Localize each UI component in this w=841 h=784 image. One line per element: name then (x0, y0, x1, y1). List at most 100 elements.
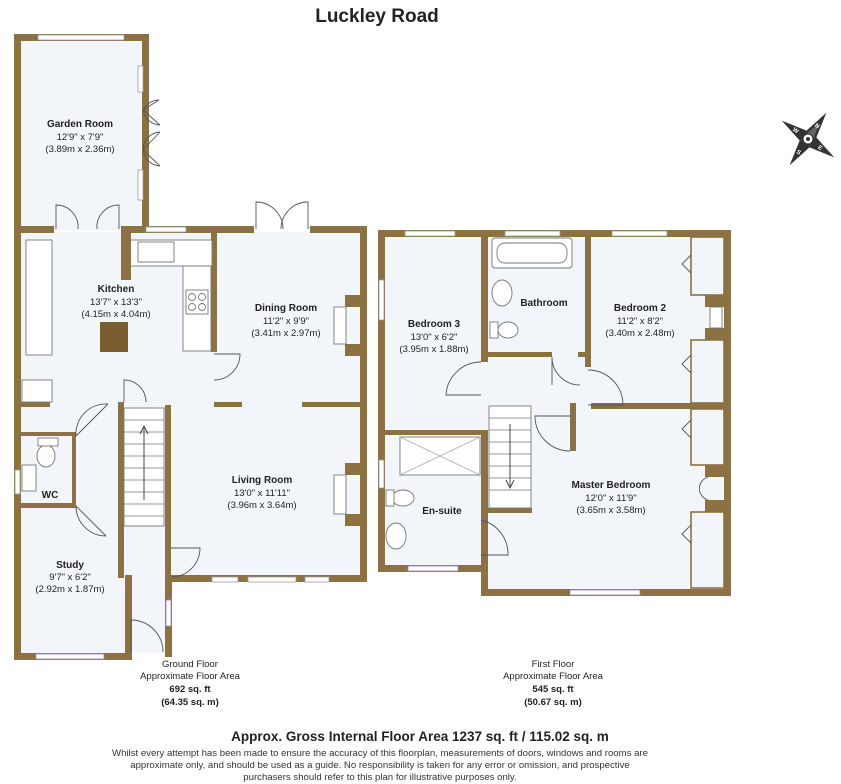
study-imperial: 9'7" x 6'2" (49, 572, 91, 583)
compass-n: N (813, 123, 820, 130)
ground-stairs (123, 407, 165, 527)
first-floor-fill-upper (384, 236, 725, 566)
dining-french-door-b (280, 201, 309, 230)
disclaimer-line-1: Whilst every attempt has been made to en… (112, 748, 648, 759)
garden-kitchen-wall-right (121, 226, 142, 233)
first-floor: Bedroom 3 13'0" x 6'2" (3.95m x 1.88m) B… (378, 230, 731, 708)
living-chimney-top (345, 463, 361, 475)
bedroom3-name: Bedroom 3 (408, 319, 461, 330)
compass-s: S (795, 149, 802, 156)
gross-floor-area: Approx. Gross Internal Floor Area 1237 s… (231, 729, 609, 744)
garden-room-name: Garden Room (47, 119, 113, 130)
dining-room-metric: (3.41m x 2.97m) (251, 328, 320, 339)
living-south-window-b (247, 576, 297, 583)
kitchen-north-window (145, 226, 187, 233)
first-west-wall (378, 230, 385, 572)
compass-e: E (816, 145, 823, 152)
ground-floor-name: Ground Floor (162, 659, 218, 670)
bedroom2-south-wall (591, 403, 725, 409)
bedroom3-west-window (378, 279, 385, 321)
bathroom-south-wall-right (578, 352, 588, 357)
bedroom2-chimney-bottom (705, 328, 725, 340)
garden-room-door-a (142, 99, 160, 111)
garden-kitchen-wall-left (20, 226, 54, 233)
ensuite-west-window (378, 459, 385, 489)
ground-floor: Garden Room 12'9" x 7'9" (3.89m x 2.36m)… (14, 34, 367, 708)
ground-west-wall (14, 34, 21, 660)
garden-room-metric: (3.89m x 2.36m) (45, 144, 114, 155)
garden-room-imperial: 12'9" x 7'9" (57, 132, 104, 143)
bathroom-name: Bathroom (520, 298, 567, 309)
ensuite-cistern (385, 489, 395, 507)
hob-ring (188, 293, 196, 301)
ground-floor-sqft: 692 sq. ft (169, 684, 211, 695)
wc-name: WC (42, 490, 59, 501)
disclaimer-line-3: purchasers should refer to this plan for… (243, 772, 516, 783)
wc-north-wall (20, 432, 74, 436)
garden-room-door-c (142, 131, 161, 151)
garden-room-east-window-lower (137, 169, 144, 201)
wardrobe-door-marks (681, 254, 692, 544)
living-south-window-a (211, 576, 239, 583)
bedroom3-metric: (3.95m x 1.88m) (399, 344, 468, 355)
disclaimer-line-2: approximate only, and should be used as … (130, 760, 630, 771)
bedroom3-imperial: 13'0" x 6'2" (411, 332, 458, 343)
bathroom-cistern (489, 321, 499, 339)
dining-door (213, 353, 241, 381)
master-bedroom-name: Master Bedroom (572, 480, 651, 491)
bedroom3-south-wall (384, 430, 484, 435)
kitchen-metric: (4.15m x 4.04m) (81, 309, 150, 320)
kitchen-pillar (121, 232, 131, 280)
front-door (130, 619, 164, 653)
first-floor-name: First Floor (532, 659, 575, 670)
bedroom3-east-wall (481, 237, 488, 362)
porch-window (165, 599, 172, 627)
ensuite-door (480, 519, 509, 556)
bedroom3-door (445, 361, 482, 396)
bedroom2-door (587, 369, 624, 406)
porch-floor (128, 578, 170, 653)
living-chimney-bottom (345, 514, 361, 526)
first-floor-sqft: 545 sq. ft (532, 684, 574, 695)
plan-title: Luckley Road (315, 6, 439, 27)
kitchen-name: Kitchen (98, 284, 135, 295)
master-fireplace (699, 476, 709, 501)
bedroom2-window (611, 230, 668, 237)
bathroom-window (504, 230, 561, 237)
dining-fireplace (333, 306, 347, 345)
master-chimney-top (705, 465, 725, 477)
dining-french-door-a (255, 201, 284, 230)
study-metric: (2.92m x 1.87m) (35, 584, 104, 595)
hob-ring (198, 293, 206, 301)
dining-living-wall-left (214, 402, 242, 407)
garden-room-north-window (37, 34, 125, 41)
ensuite-south-window (407, 565, 459, 572)
master-south-window (569, 589, 641, 596)
first-floor-label: Approximate Floor Area (503, 671, 604, 682)
study-door (75, 505, 107, 537)
compass-w: W (791, 127, 799, 135)
bath-tub (496, 242, 568, 264)
garden-room-door-b (142, 109, 161, 126)
dining-living-wall-right (302, 402, 362, 407)
living-hall-floor (20, 405, 365, 578)
garden-room-door-d (142, 149, 161, 167)
dining-room-name: Dining Room (255, 303, 317, 314)
bedroom3-window (404, 230, 456, 237)
bedroom2-chimney-top (705, 295, 725, 307)
study-floor-lower (20, 578, 128, 653)
bedroom2-fireplace (709, 306, 723, 329)
study-hall-wall (118, 530, 124, 578)
hob (185, 289, 209, 315)
master-bedroom-imperial: 12'0" x 11'9" (585, 493, 636, 504)
hob-ring (188, 303, 196, 311)
kitchen-south-wall-left (20, 402, 50, 407)
kitchen-dining-wall (211, 232, 217, 352)
kitchen-north-wall (142, 226, 254, 233)
living-room-imperial: 13'0" x 11'11" (234, 488, 290, 499)
master-door (534, 415, 571, 452)
garden-kitchen-door-a (55, 204, 79, 230)
living-room-name: Living Room (232, 475, 293, 486)
kitchen-hall-door (123, 379, 147, 403)
first-floor-stairs (488, 405, 532, 509)
